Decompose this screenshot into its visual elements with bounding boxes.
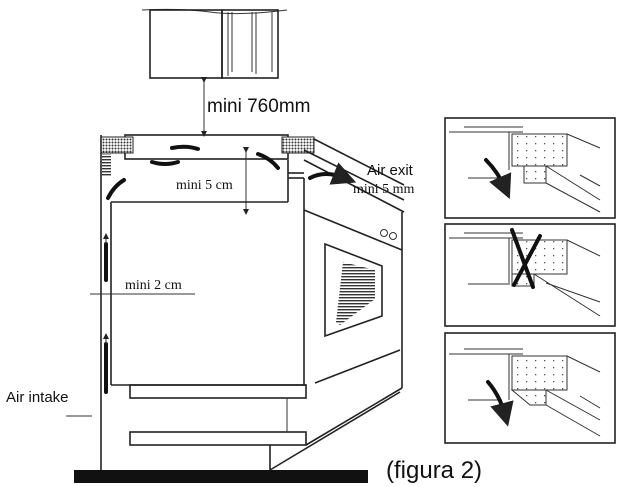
side-gap-dimension: mini 2 cm bbox=[90, 278, 195, 295]
detail-panel-2 bbox=[444, 223, 616, 327]
hob-unit bbox=[100, 134, 405, 470]
wall-cabinet bbox=[141, 8, 288, 79]
oven-cabinet bbox=[110, 160, 403, 471]
air-exit-label: Air exit bbox=[367, 162, 414, 179]
floor bbox=[74, 470, 368, 483]
side-gap-label: mini 2 cm bbox=[125, 278, 182, 293]
air-intake-label: Air intake bbox=[6, 389, 69, 406]
air-exit-gap-label: mini 5 mm bbox=[353, 182, 415, 197]
detail-panel-3 bbox=[444, 332, 616, 444]
incorrect-x-mark bbox=[510, 228, 542, 289]
figure-caption: (figura 2) bbox=[386, 457, 482, 484]
cabinet-clearance-label: mini 760mm bbox=[207, 96, 310, 117]
cabinet-clearance-dimension: mini 760mm bbox=[201, 77, 310, 137]
top-gap-label: mini 5 cm bbox=[176, 178, 233, 193]
detail-panel-1 bbox=[444, 117, 616, 219]
